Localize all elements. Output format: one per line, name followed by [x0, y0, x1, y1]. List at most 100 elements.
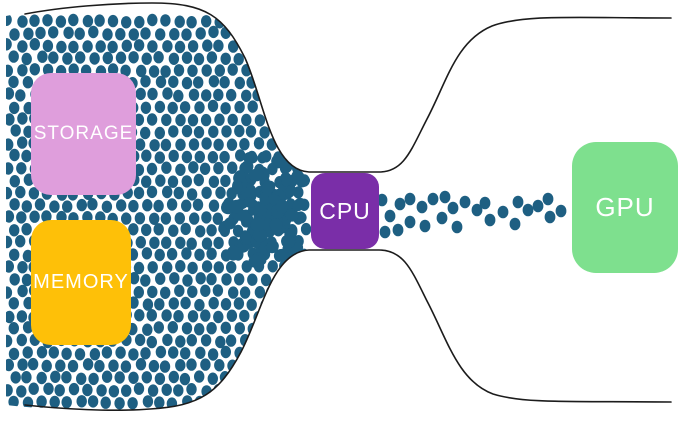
data-dot: [36, 371, 47, 385]
data-dot: [162, 40, 173, 53]
data-dot: [6, 64, 13, 78]
data-dot: [241, 113, 252, 127]
data-dot: [160, 138, 172, 152]
congestion-dot: [248, 168, 264, 182]
data-dot: [8, 75, 19, 89]
data-dot: [61, 371, 72, 384]
data-dot: [6, 13, 12, 26]
data-dot: [140, 27, 151, 40]
data-dot: [221, 273, 232, 286]
output-dot: [404, 215, 416, 229]
data-dot: [29, 14, 40, 27]
data-dot: [234, 27, 245, 40]
data-dot: [50, 370, 61, 383]
data-dot: [6, 358, 14, 372]
data-dot: [140, 347, 151, 360]
data-dot: [201, 211, 212, 224]
data-dot: [89, 52, 100, 65]
data-dot: [188, 138, 200, 151]
data-dot: [6, 210, 15, 223]
cpu-label: CPU: [319, 197, 371, 224]
data-dot: [180, 347, 191, 360]
data-dot: [48, 51, 59, 64]
data-dot: [207, 151, 219, 164]
data-dot: [292, 261, 304, 274]
congestion-dot: [226, 245, 241, 261]
data-dot: [75, 51, 86, 64]
data-dot: [254, 333, 265, 346]
data-dot: [48, 346, 59, 359]
data-dot: [207, 348, 219, 361]
data-dot: [245, 125, 257, 138]
data-dot: [228, 40, 239, 53]
data-dot: [278, 333, 289, 346]
data-dot: [220, 396, 231, 409]
data-dot: [133, 186, 145, 200]
data-dot: [213, 88, 224, 102]
data-dot: [208, 175, 220, 188]
data-dot: [8, 347, 20, 361]
gpu-label: GPU: [595, 192, 655, 222]
data-dot: [208, 396, 219, 409]
data-dot: [169, 28, 180, 41]
data-dot: [266, 87, 277, 100]
data-dot: [273, 27, 284, 40]
data-dot: [101, 200, 113, 213]
data-dot: [186, 383, 197, 396]
data-dot: [29, 38, 40, 51]
data-dot: [213, 161, 224, 175]
data-dot: [195, 346, 206, 359]
data-dot: [107, 40, 118, 54]
data-dot: [55, 15, 67, 28]
data-dot: [41, 359, 52, 373]
congestion-dot: [292, 197, 306, 212]
data-dot: [22, 249, 34, 263]
data-dot: [266, 13, 277, 26]
data-dot: [220, 174, 231, 188]
data-dot: [9, 198, 20, 211]
data-dot: [214, 64, 225, 77]
data-dot: [154, 372, 166, 385]
data-dot: [266, 359, 277, 373]
congestion-dot: [275, 199, 289, 214]
data-dot: [175, 113, 186, 127]
data-dot: [16, 333, 27, 347]
data-dot: [154, 298, 165, 311]
data-dot: [213, 383, 224, 397]
data-dot: [194, 150, 205, 164]
data-dot: [16, 310, 28, 323]
data-dot: [82, 40, 93, 53]
data-dot: [128, 223, 139, 236]
data-dot: [6, 310, 15, 324]
output-dot: [479, 196, 491, 210]
output-dot: [427, 192, 439, 206]
data-dot: [201, 237, 213, 250]
data-dot: [173, 384, 184, 397]
data-dot: [220, 298, 232, 311]
output-dot: [497, 205, 509, 219]
data-dot: [195, 27, 206, 40]
data-dot: [181, 322, 193, 335]
data-dot: [6, 186, 13, 200]
data-dot: [29, 63, 40, 76]
data-dot: [6, 113, 15, 126]
data-dot: [6, 38, 12, 51]
data-dot: [186, 237, 197, 250]
output-dots-layer: [376, 190, 567, 239]
data-dot: [241, 89, 252, 103]
data-dot: [253, 39, 264, 52]
data-dot: [274, 297, 285, 311]
data-dot: [87, 198, 98, 211]
data-dot: [247, 28, 259, 41]
data-dot: [208, 25, 219, 39]
data-dot: [136, 64, 147, 78]
congestion-dot: [250, 217, 266, 232]
data-dot: [22, 346, 33, 359]
data-dot: [22, 321, 34, 334]
output-dot: [471, 203, 483, 217]
data-dot: [9, 101, 20, 115]
data-dot: [149, 212, 160, 225]
data-dot: [220, 52, 231, 65]
data-dot: [212, 212, 223, 225]
